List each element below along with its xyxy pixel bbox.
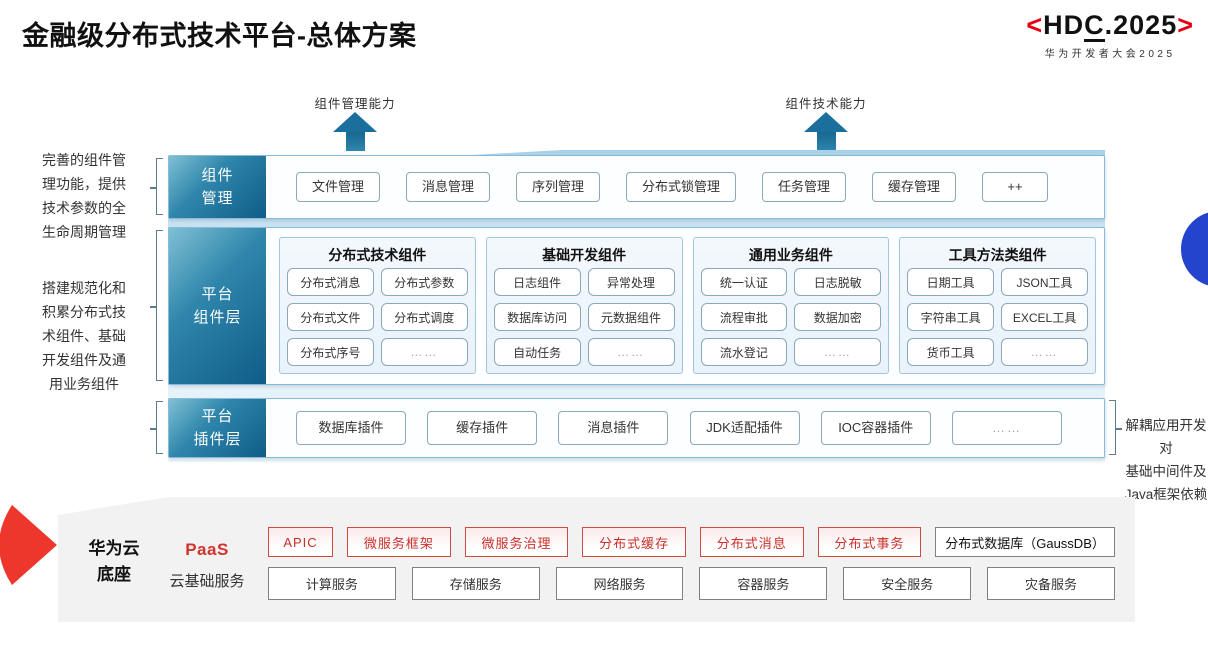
layer-component-management: 组件 管理 文件管理 消息管理 序列管理 分布式锁管理 任务管理 缓存管理 ++: [168, 155, 1105, 219]
management-item: 缓存管理: [872, 172, 957, 202]
management-item: 分布式锁管理: [626, 172, 737, 202]
layer-label-platform-plugins: 平台 插件层: [169, 399, 266, 457]
component-groups: 分布式技术组件 分布式消息 分布式参数 分布式文件 分布式调度 分布式序号 ………: [266, 228, 1104, 384]
group-items: 分布式消息 分布式参数 分布式文件 分布式调度 分布式序号 ……: [287, 268, 468, 366]
component-item: 分布式参数: [380, 268, 468, 296]
iaas-label: 云基础服务: [169, 573, 245, 590]
layer-label-platform-components: 平台 组件层: [169, 228, 266, 384]
paas-service: 分布式缓存: [582, 527, 686, 557]
component-item: 字符串工具: [907, 303, 995, 331]
annotation-left-bottom: 搭建规范化和 积累分布式技 术组件、基础 开发组件及通 用业务组件: [42, 280, 126, 392]
right-bracket-plugins: [1109, 400, 1122, 455]
component-item: JSON工具: [1001, 268, 1088, 296]
group-tool-methods: 工具方法类组件 日期工具 JSON工具 字符串工具 EXCEL工具 货币工具 ……: [899, 237, 1096, 374]
logo-right-bracket: >: [1177, 10, 1194, 40]
management-item-more: ++: [982, 172, 1048, 202]
component-item-more: ……: [380, 338, 468, 366]
plugin-item: 数据库插件: [296, 411, 406, 445]
hdc-logo-wordmark: <HDC.2025>: [1026, 10, 1194, 43]
management-item: 消息管理: [406, 172, 491, 202]
component-item: 分布式序号: [287, 338, 374, 366]
component-item: 日志组件: [493, 268, 581, 296]
paas-service: APIC: [268, 527, 334, 557]
logo-text-underlined: C: [1084, 11, 1105, 43]
component-item: 日志脱敏: [794, 268, 882, 296]
left-bracket-plugins: [150, 401, 163, 454]
group-items: 日期工具 JSON工具 字符串工具 EXCEL工具 货币工具 ……: [907, 268, 1088, 366]
plugin-item: 缓存插件: [427, 411, 538, 445]
component-item: 异常处理: [587, 268, 675, 296]
iaas-service: 灾备服务: [987, 567, 1115, 600]
group-title: 基础开发组件: [542, 247, 627, 263]
paas-service: 分布式消息: [699, 527, 804, 557]
component-item: 分布式消息: [287, 268, 374, 296]
plugin-item-more: ……: [951, 411, 1062, 445]
component-item: 货币工具: [907, 338, 995, 366]
iaas-service: 安全服务: [843, 567, 972, 600]
component-item: 数据加密: [794, 303, 882, 331]
paas-label: PaaS: [185, 540, 229, 559]
group-distributed-tech: 分布式技术组件 分布式消息 分布式参数 分布式文件 分布式调度 分布式序号 ……: [279, 237, 476, 374]
logo-text-pre: HD: [1043, 10, 1085, 40]
up-arrow-icon: [333, 112, 377, 151]
logo-left-bracket: <: [1026, 10, 1044, 40]
component-item: EXCEL工具: [1001, 303, 1088, 331]
component-item: 数据库访问: [493, 303, 581, 331]
arrow-label-management: 组件管理能力: [314, 97, 396, 111]
layer-platform-plugins: 平台 插件层 数据库插件 缓存插件 消息插件 JDK适配插件 IOC容器插件 ……: [168, 398, 1105, 458]
management-item: 任务管理: [762, 172, 847, 202]
up-arrow-icon: [804, 112, 848, 151]
left-bracket-management: [150, 158, 163, 215]
paas-services: APIC 微服务框架 微服务治理 分布式缓存 分布式消息 分布式事务 分布式数据…: [268, 527, 1115, 557]
annotation-right: 解耦应用开发对 基础中间件及 Java框架依赖: [1124, 418, 1208, 502]
cloud-base-label: 华为云 底座: [88, 539, 140, 584]
annotation-left-top: 完善的组件管 理功能，提供 技术参数的全 生命周期管理: [42, 152, 126, 240]
group-title: 通用业务组件: [748, 247, 833, 263]
plugin-item: IOC容器插件: [820, 411, 931, 445]
component-item: 分布式文件: [287, 303, 374, 331]
plugin-item: JDK适配插件: [689, 411, 800, 445]
group-title: 工具方法类组件: [948, 247, 1047, 263]
arrow-label-technical: 组件技术能力: [785, 97, 867, 111]
layer-label-component-management: 组件 管理: [169, 156, 266, 218]
component-item: 流水登记: [700, 338, 788, 366]
left-bracket-components: [150, 230, 163, 381]
group-items: 统一认证 日志脱敏 流程审批 数据加密 流水登记 ……: [700, 268, 882, 366]
component-item: 日期工具: [907, 268, 995, 296]
plugin-item: 消息插件: [558, 411, 669, 445]
group-items: 日志组件 异常处理 数据库访问 元数据组件 自动任务 ……: [493, 268, 675, 366]
component-item-more: ……: [587, 338, 675, 366]
hdc-logo-subtitle: 华为开发者大会2025: [1044, 49, 1176, 61]
management-items: 文件管理 消息管理 序列管理 分布式锁管理 任务管理 缓存管理 ++: [266, 156, 1104, 218]
group-basic-dev: 基础开发组件 日志组件 异常处理 数据库访问 元数据组件 自动任务 ……: [485, 237, 683, 374]
hdc-logo: <HDC.2025> 华为开发者大会2025: [1026, 10, 1194, 60]
group-title: 分布式技术组件: [328, 247, 427, 263]
group-common-business: 通用业务组件 统一认证 日志脱敏 流程审批 数据加密 流水登记 ……: [692, 237, 890, 374]
component-item-more: ……: [1001, 338, 1088, 366]
red-arrow-icon: [0, 505, 57, 585]
blue-circle-decoration: [1181, 211, 1208, 287]
component-item: 统一认证: [700, 268, 788, 296]
layer-platform-components: 平台 组件层 分布式技术组件 分布式消息 分布式参数 分布式文件 分布式调度 分…: [168, 227, 1105, 385]
component-item-more: ……: [794, 338, 882, 366]
iaas-service: 网络服务: [555, 567, 684, 600]
component-item: 元数据组件: [587, 303, 675, 331]
plugin-items: 数据库插件 缓存插件 消息插件 JDK适配插件 IOC容器插件 ……: [266, 399, 1104, 457]
iaas-services: 计算服务 存储服务 网络服务 容器服务 安全服务 灾备服务: [268, 567, 1115, 600]
iaas-service: 存储服务: [411, 567, 540, 600]
logo-text-post: .2025: [1104, 10, 1178, 40]
page-title: 金融级分布式技术平台-总体方案: [22, 21, 417, 51]
iaas-service: 计算服务: [268, 567, 396, 600]
component-item: 分布式调度: [380, 303, 468, 331]
component-item: 流程审批: [700, 303, 788, 331]
management-item: 序列管理: [516, 172, 601, 202]
paas-database: 分布式数据库（GaussDB）: [935, 527, 1115, 557]
huawei-cloud-base-panel: [58, 497, 1135, 622]
paas-service: 微服务框架: [347, 527, 451, 557]
component-item: 自动任务: [493, 338, 581, 366]
management-item: 文件管理: [296, 172, 381, 202]
iaas-service: 容器服务: [699, 567, 828, 600]
paas-service: 分布式事务: [817, 527, 922, 557]
paas-service: 微服务治理: [464, 527, 569, 557]
